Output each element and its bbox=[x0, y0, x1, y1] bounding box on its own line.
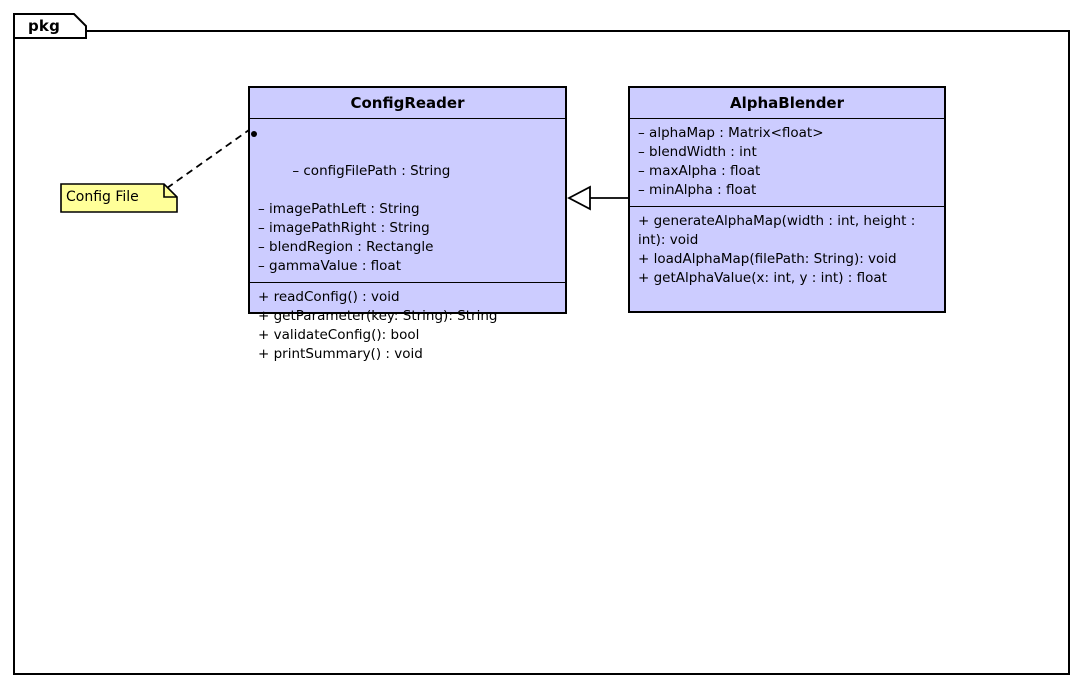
method-row: + getParameter(key: String): String bbox=[258, 308, 498, 324]
class-box-alphablender[interactable]: AlphaBlender – alphaMap : Matrix<float> … bbox=[628, 86, 946, 313]
package-tab-label: pkg bbox=[27, 17, 61, 35]
class-name-alphablender: AlphaBlender bbox=[630, 88, 944, 119]
methods-compartment-alphablender: + generateAlphaMap(width : int, height :… bbox=[630, 207, 944, 294]
attribute-row: – imagePathLeft : String bbox=[258, 201, 420, 217]
attribute-label: – configFilePath : String bbox=[292, 163, 451, 179]
attribute-row: – maxAlpha : float bbox=[638, 163, 761, 179]
method-row: + loadAlphaMap(filePath: String): void bbox=[638, 251, 897, 267]
method-row: + readConfig() : void bbox=[258, 289, 400, 305]
attribute-row: – blendWidth : int bbox=[638, 144, 757, 160]
package-tab: pkg bbox=[13, 13, 87, 39]
method-row: + printSummary() : void bbox=[258, 346, 423, 362]
method-row: + getAlphaValue(x: int, y : int) : float bbox=[638, 270, 887, 286]
attribute-row: – configFilePath : String bbox=[251, 124, 559, 200]
class-name-configreader: ConfigReader bbox=[250, 88, 565, 119]
attribute-row: – alphaMap : Matrix<float> bbox=[638, 125, 824, 141]
attributes-compartment-configreader: – configFilePath : String – imagePathLef… bbox=[250, 119, 565, 283]
note-config-file[interactable]: Config File bbox=[60, 183, 178, 213]
package-tab-shape bbox=[13, 13, 87, 39]
methods-compartment-configreader: + readConfig() : void + getParameter(key… bbox=[250, 283, 565, 370]
attribute-row: – blendRegion : Rectangle bbox=[258, 239, 434, 255]
attribute-row: – imagePathRight : String bbox=[258, 220, 430, 236]
attribute-row: – minAlpha : float bbox=[638, 182, 757, 198]
attributes-compartment-alphablender: – alphaMap : Matrix<float> – blendWidth … bbox=[630, 119, 944, 207]
note-label: Config File bbox=[66, 189, 139, 205]
attribute-row: – gammaValue : float bbox=[258, 258, 401, 274]
note-anchor-dot bbox=[251, 131, 257, 137]
method-row: + generateAlphaMap(width : int, height :… bbox=[638, 213, 920, 248]
method-row: + validateConfig(): bool bbox=[258, 327, 420, 343]
note-shape bbox=[60, 183, 178, 213]
class-box-configreader[interactable]: ConfigReader – configFilePath : String –… bbox=[248, 86, 567, 362]
